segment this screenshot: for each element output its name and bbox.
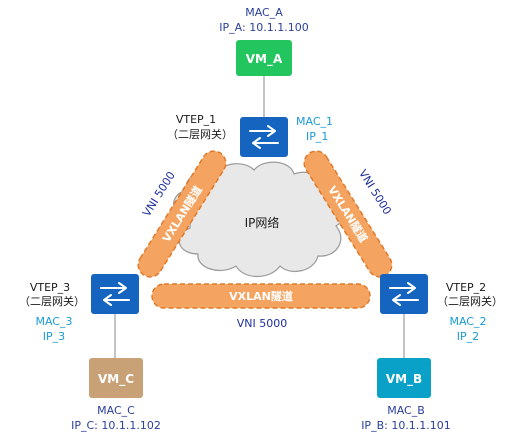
- vtep-2-switch: [380, 274, 428, 314]
- vtep-1-switch: [240, 117, 288, 157]
- vm-b-mac: MAC_B: [387, 404, 425, 417]
- vtep-2-ip: IP_2: [457, 330, 479, 343]
- tunnel-right-vni: VNI 5000: [356, 167, 394, 217]
- links: [114, 76, 405, 358]
- vm-a-box: [236, 40, 292, 76]
- tunnel-bottom: VXLAN隧道: [151, 283, 371, 309]
- vtep-1-mac: MAC_1: [296, 115, 333, 128]
- vm-c-box: [89, 358, 143, 398]
- vm-a-mac: MAC_A: [245, 6, 283, 19]
- vm-a-node: MAC_A IP_A: 10.1.1.100 VM_A: [219, 6, 309, 76]
- vtep-3-name: VTEP_3: [30, 281, 70, 294]
- tunnel-bottom-vni: VNI 5000: [237, 317, 288, 330]
- vm-b-label: VM_B: [386, 372, 422, 387]
- vm-b-node: VM_B MAC_B IP_B: 10.1.1.101: [361, 358, 451, 432]
- vm-c-label: VM_C: [98, 372, 134, 387]
- vm-a-label: VM_A: [246, 52, 283, 67]
- cloud-label: IP网络: [245, 215, 280, 230]
- vtep-1-role: （二层网关）: [167, 127, 233, 141]
- vtep-3-role: （二层网关）: [19, 294, 85, 308]
- vm-a-ip: IP_A: 10.1.1.100: [219, 21, 308, 34]
- vtep-2-node: VTEP_2 （二层网关） MAC_2 IP_2: [380, 274, 503, 343]
- vm-c-ip: IP_C: 10.1.1.102: [71, 419, 161, 432]
- vtep-1-name: VTEP_1: [176, 113, 216, 126]
- vtep-2-role: （二层网关）: [437, 294, 503, 308]
- vtep-3-ip: IP_3: [43, 330, 65, 343]
- tunnel-left-shape: [137, 150, 227, 278]
- vtep-3-node: VTEP_3 （二层网关） MAC_3 IP_3: [19, 274, 139, 343]
- vm-b-box: [377, 358, 431, 398]
- vtep-2-mac: MAC_2: [449, 315, 486, 328]
- vm-c-node: VM_C MAC_C IP_C: 10.1.1.102: [71, 358, 161, 432]
- tunnel-bottom-label: VXLAN隧道: [229, 289, 293, 303]
- vtep-1-ip: IP_1: [306, 130, 328, 143]
- vm-b-ip: IP_B: 10.1.1.101: [361, 419, 451, 432]
- vtep-3-mac: MAC_3: [35, 315, 72, 328]
- vtep-1-node: VTEP_1 （二层网关） MAC_1 IP_1: [167, 113, 333, 157]
- vtep-3-switch: [91, 274, 139, 314]
- vtep-2-name: VTEP_2: [446, 281, 486, 294]
- vm-c-mac: MAC_C: [97, 404, 135, 417]
- tunnel-bottom-shape: [151, 283, 371, 309]
